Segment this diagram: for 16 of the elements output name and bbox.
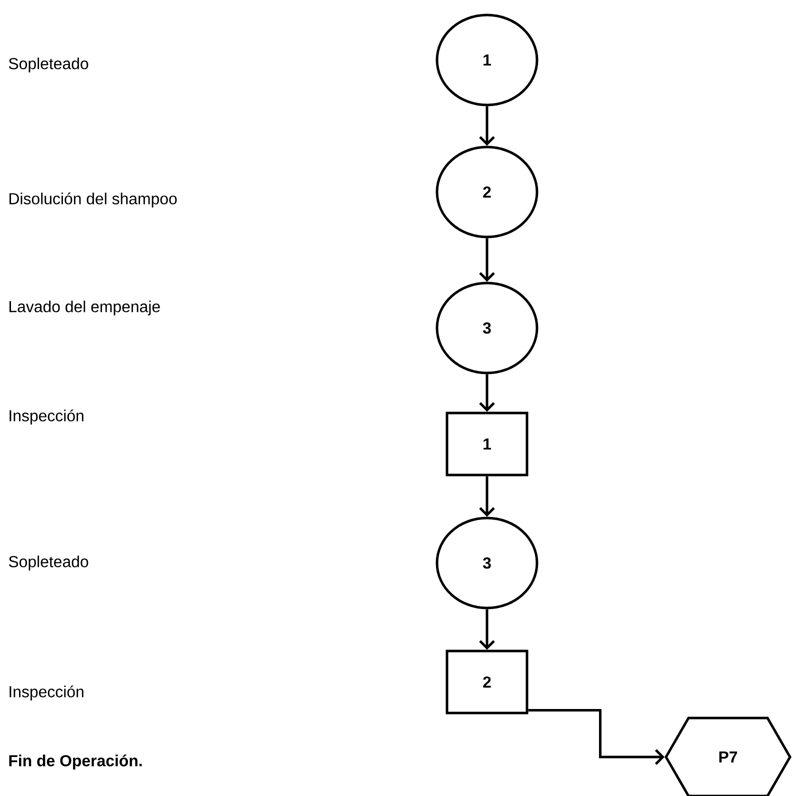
step-label: Sopleteado bbox=[8, 556, 88, 570]
inspection-box: 1 bbox=[446, 412, 528, 476]
arrow bbox=[479, 106, 495, 146]
hexagon-connector: P7 bbox=[664, 716, 792, 796]
arrow bbox=[528, 709, 665, 765]
arrow bbox=[479, 609, 495, 650]
arrow bbox=[479, 476, 495, 517]
arrow bbox=[479, 374, 495, 412]
step-label: Lavado del empenaje bbox=[10, 300, 160, 316]
step-label: Fin de Operación. bbox=[9, 754, 142, 770]
arrow bbox=[479, 238, 495, 282]
step-label: Sopleteado bbox=[8, 58, 88, 72]
step-label: Inspección bbox=[10, 686, 84, 701]
step-label: Disolución del shampoo bbox=[10, 192, 177, 208]
step-label: Inspección bbox=[10, 409, 84, 425]
inspection-box: 2 bbox=[446, 650, 528, 714]
